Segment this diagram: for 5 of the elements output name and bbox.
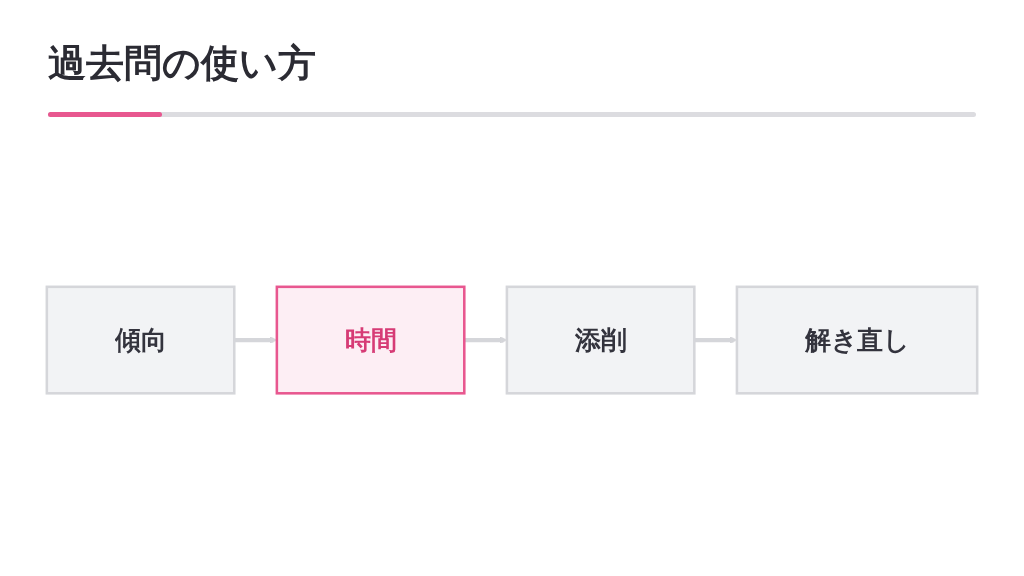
node-box: 時間: [275, 285, 466, 395]
node-box: 添削: [505, 285, 696, 395]
title: 過去問の使い方: [48, 40, 316, 87]
node-box: 解き直し: [735, 285, 979, 395]
node-box: 傾向: [45, 285, 236, 395]
